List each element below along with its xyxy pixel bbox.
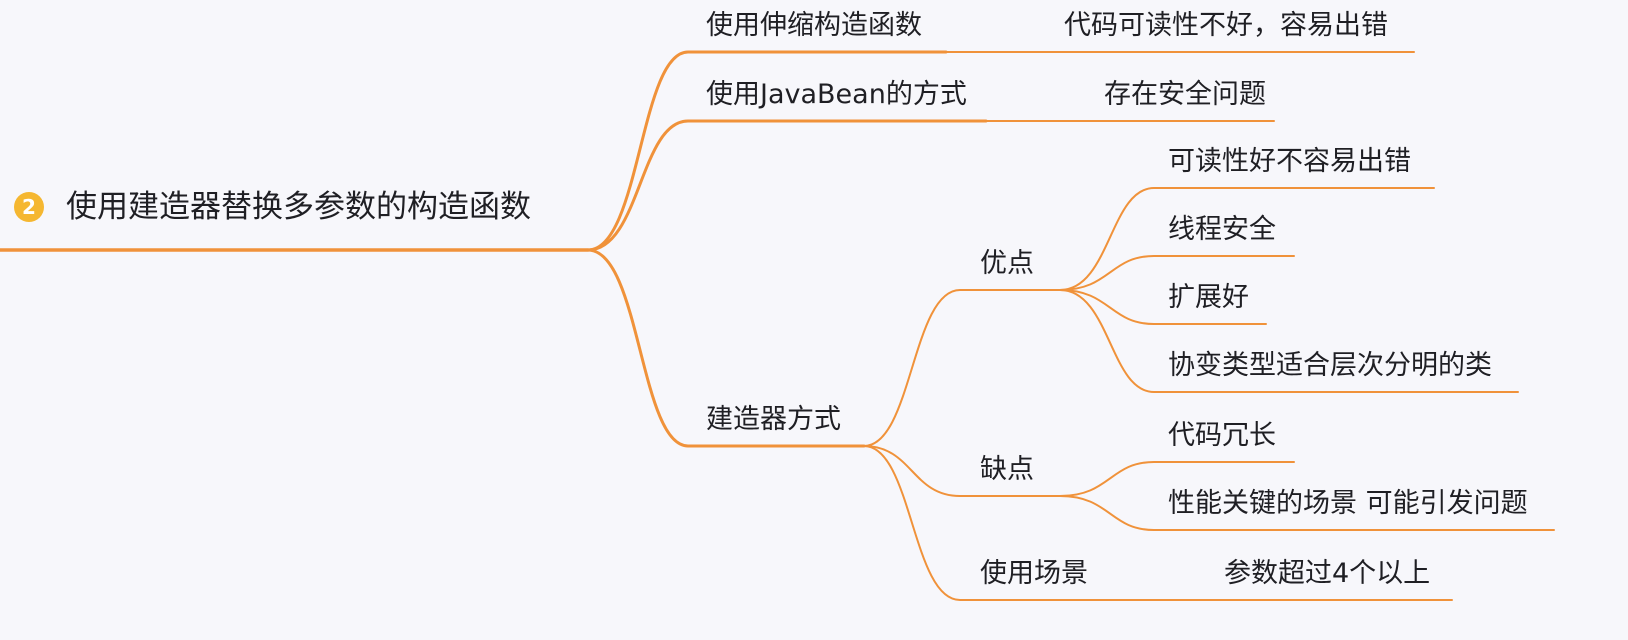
cons-item[interactable]: 代码冗长 — [1168, 420, 1276, 451]
topic-javabean[interactable]: 使用JavaBean的方式 — [706, 79, 967, 110]
link-pros-item-1 — [1059, 187, 1435, 291]
topic-usage[interactable]: 使用场景 — [980, 558, 1088, 589]
link-builder-cons — [863, 445, 1061, 497]
pros-item[interactable]: 扩展好 — [1168, 282, 1249, 313]
topic-usage-note[interactable]: 参数超过4个以上 — [1224, 558, 1431, 589]
link-pros-item-3 — [1059, 289, 1267, 325]
pros-item[interactable]: 可读性好不容易出错 — [1168, 146, 1411, 177]
link-cons-item-1 — [1059, 461, 1295, 497]
link-builder-pros — [863, 289, 1061, 447]
pros-item[interactable]: 线程安全 — [1168, 214, 1276, 245]
priority-badge: 2 — [14, 192, 44, 222]
topic-pros[interactable]: 优点 — [980, 248, 1034, 279]
topic-javabean-note[interactable]: 存在安全问题 — [1104, 79, 1266, 110]
pros-item[interactable]: 协变类型适合层次分明的类 — [1168, 350, 1492, 381]
topic-builder[interactable]: 建造器方式 — [706, 404, 841, 435]
link-builder-usage — [863, 445, 1453, 601]
cons-item[interactable]: 性能关键的场景 可能引发问题 — [1168, 488, 1528, 519]
link-root-javabean — [586, 119, 988, 252]
link-pros-item-4 — [1059, 289, 1519, 393]
link-cons-item-2 — [1059, 495, 1555, 531]
root-topic[interactable]: 使用建造器替换多参数的构造函数 — [66, 189, 531, 225]
link-root-builder — [586, 248, 866, 448]
topic-cons[interactable]: 缺点 — [980, 454, 1034, 485]
topic-telescoping-constructor[interactable]: 使用伸缩构造函数 — [706, 10, 922, 41]
link-root-telescoping — [586, 50, 948, 252]
link-pros-item-2 — [1059, 255, 1295, 291]
topic-telescoping-note[interactable]: 代码可读性不好，容易出错 — [1064, 10, 1388, 41]
